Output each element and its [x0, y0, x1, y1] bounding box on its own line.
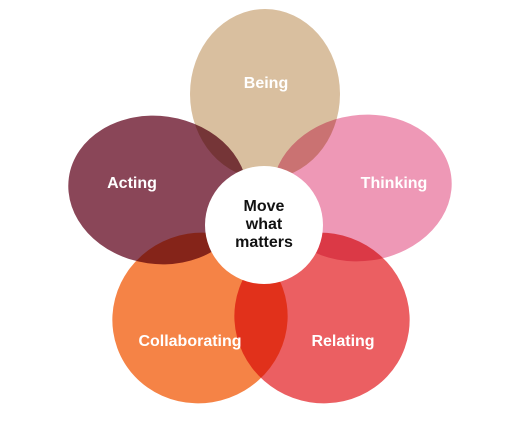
center-circle — [205, 166, 323, 284]
center-line-2: what — [245, 216, 283, 233]
label-being: Being — [244, 75, 288, 92]
center-text: Move what matters — [235, 198, 293, 251]
petals-group — [68, 9, 452, 404]
label-collaborating: Collaborating — [138, 333, 241, 350]
petal-labels: Being Thinking Relating Collaborating Ac… — [107, 75, 427, 350]
center-line-3: matters — [235, 234, 293, 251]
label-relating: Relating — [311, 333, 374, 350]
center-line-1: Move — [244, 198, 285, 215]
label-acting: Acting — [107, 175, 157, 192]
label-thinking: Thinking — [361, 175, 428, 192]
petal-acting — [68, 115, 248, 265]
